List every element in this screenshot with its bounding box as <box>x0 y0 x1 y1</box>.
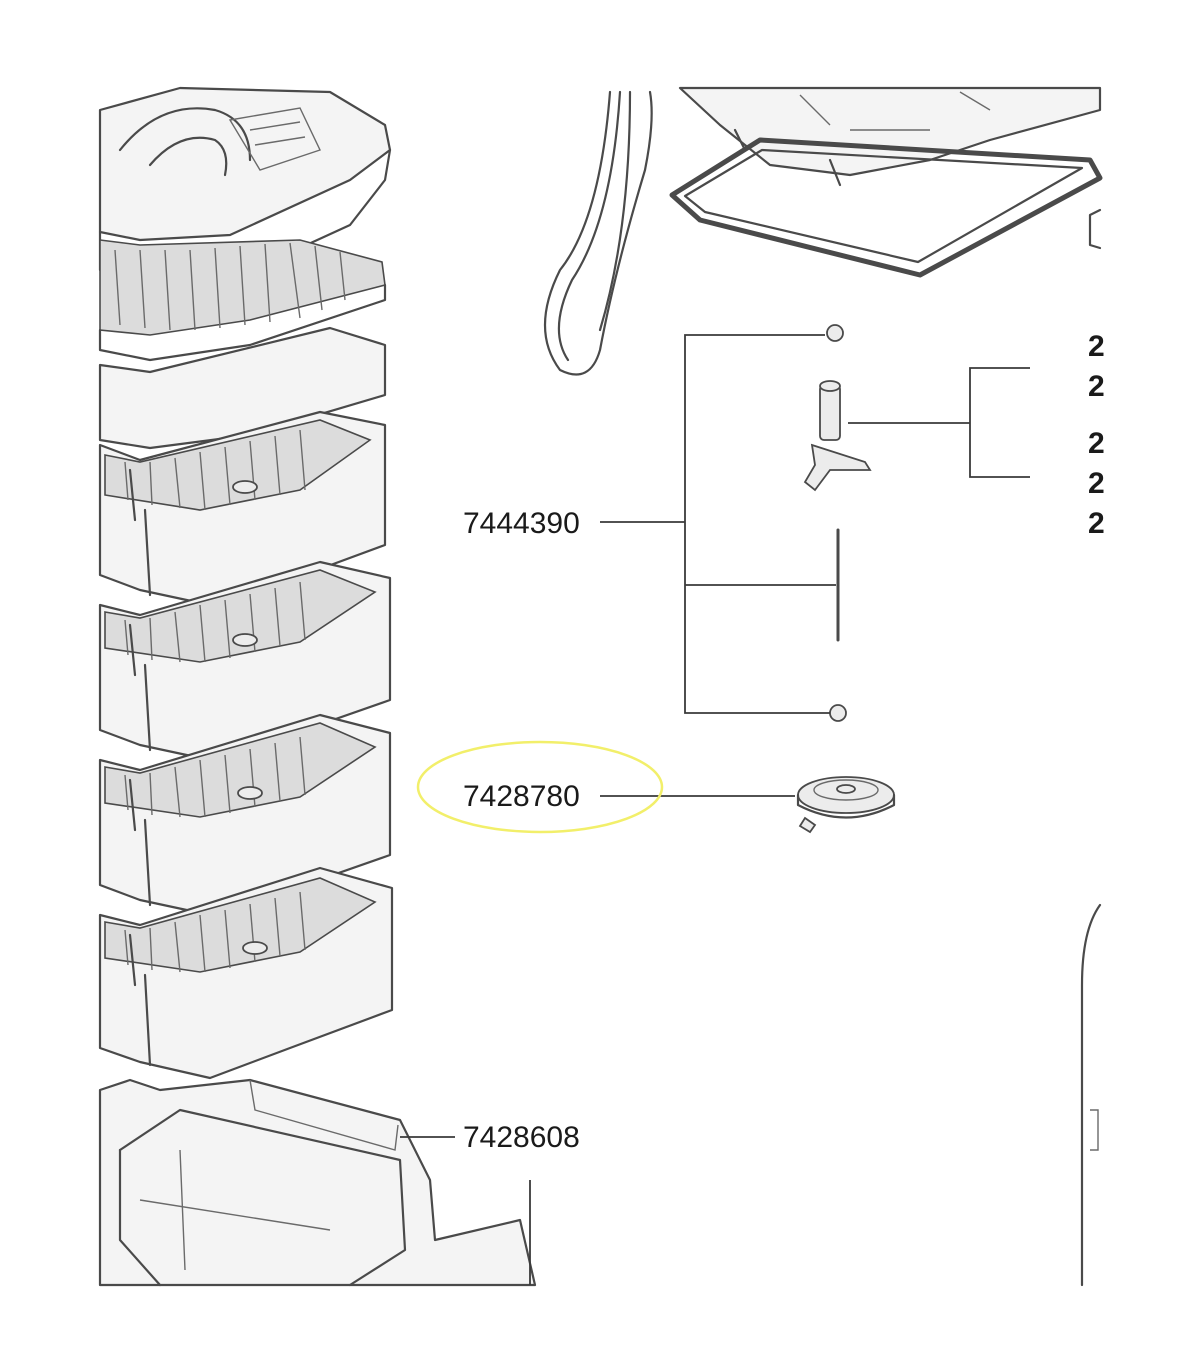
impeller-cover <box>796 776 896 834</box>
motor-head <box>678 86 1102 187</box>
filter-tray-stack <box>98 86 537 1287</box>
filter-tray-2 <box>98 560 392 762</box>
impeller-assembly <box>803 324 872 722</box>
highlight-ellipse <box>416 740 664 834</box>
seal-ring <box>669 137 1103 278</box>
top-grid-plate <box>98 239 387 362</box>
sponge-layer <box>98 326 387 450</box>
part-number-7444390: 7444390 <box>463 507 580 540</box>
cut-off-label: 2 <box>1088 427 1105 460</box>
cut-off-label: 2 <box>1088 507 1105 540</box>
filter-tray-4 <box>98 866 394 1080</box>
canister-base <box>98 1078 537 1287</box>
canister-base-leader <box>400 1136 531 1285</box>
cut-off-label: 2 <box>1088 330 1105 363</box>
part-number-7428780: 7428780 <box>463 780 580 813</box>
impeller-kit-bracket <box>600 334 1030 714</box>
part-number-7428608: 7428608 <box>463 1121 580 1154</box>
canister-lid <box>98 86 392 284</box>
power-cable <box>544 90 653 376</box>
right-edge-part <box>1080 208 1102 1287</box>
filter-tray-3 <box>98 713 392 917</box>
cut-off-label: 2 <box>1088 370 1105 403</box>
filter-tray-1 <box>98 410 387 607</box>
cut-off-label: 2 <box>1088 467 1105 500</box>
